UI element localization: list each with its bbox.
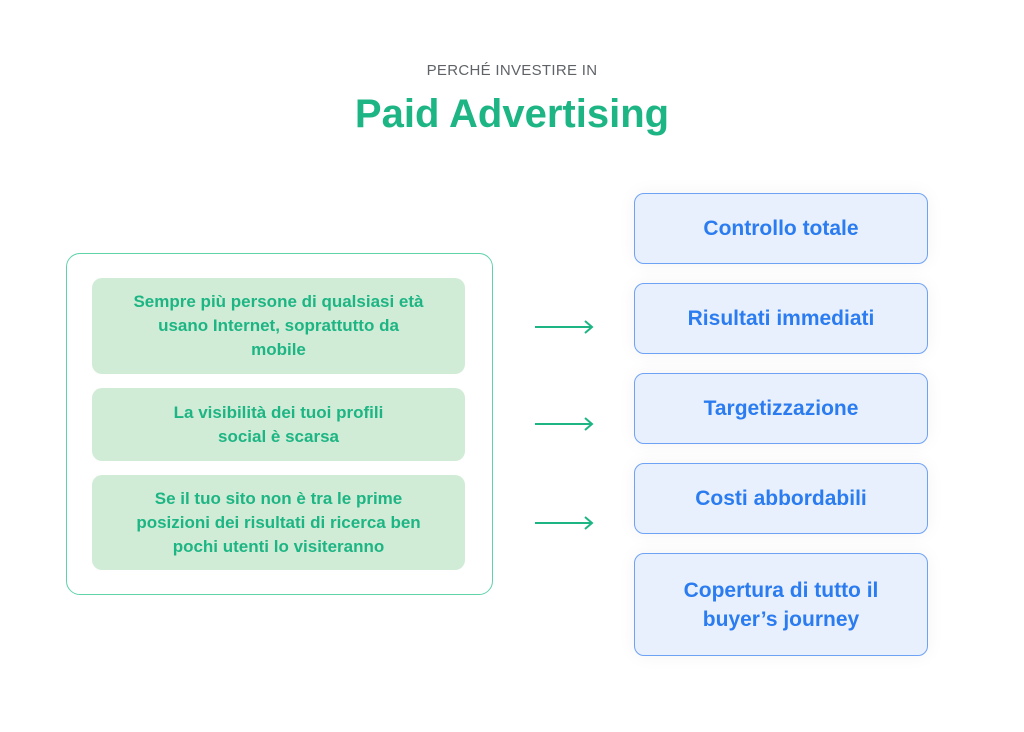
reason-box: Sempre più persone di qualsiasi età usan… [92, 278, 465, 374]
reason-box: La visibilità dei tuoi profili social è … [92, 388, 465, 461]
arrow-right-icon [535, 320, 594, 334]
reason-box: Se il tuo sito non è tra le prime posizi… [92, 475, 465, 570]
benefit-box: Targetizzazione [634, 373, 928, 444]
arrow-right-icon [535, 516, 594, 530]
kicker-text: PERCHÉ INVESTIRE IN [426, 62, 598, 79]
page-title: Paid Advertising [354, 92, 670, 136]
reasons-panel [66, 253, 493, 595]
benefit-box: Risultati immediati [634, 283, 928, 354]
benefit-box: Controllo totale [634, 193, 928, 264]
arrow-right-icon [535, 417, 594, 431]
benefit-box: Copertura di tutto il buyer’s journey [634, 553, 928, 656]
benefit-box: Costi abbordabili [634, 463, 928, 534]
